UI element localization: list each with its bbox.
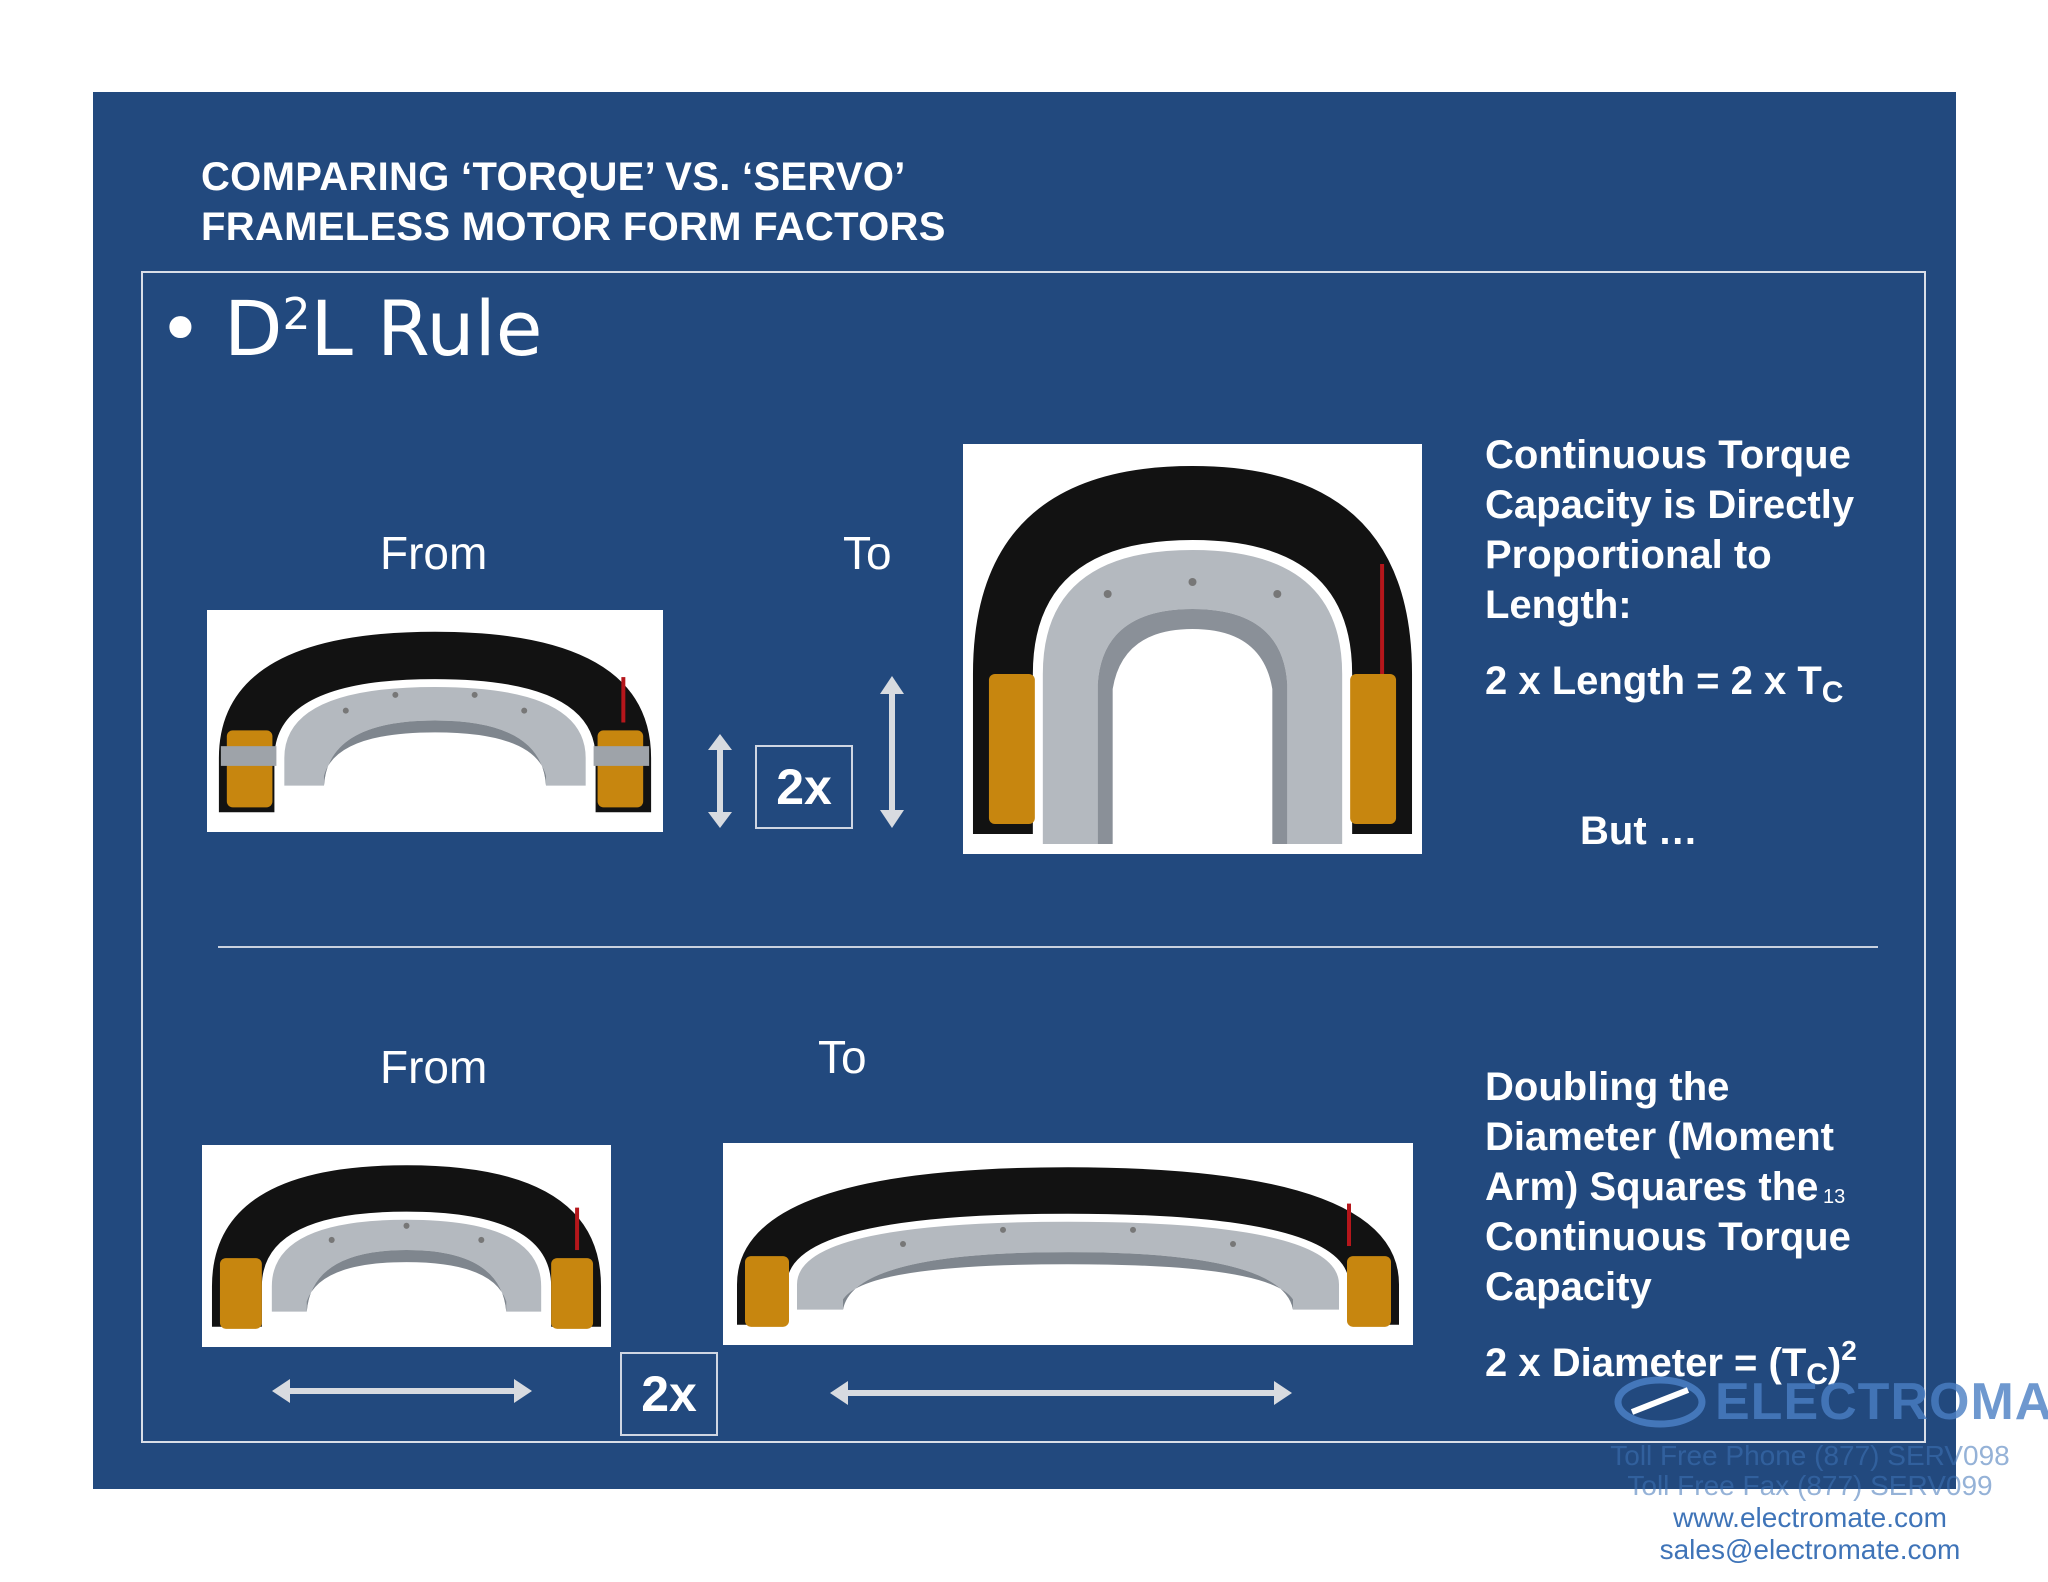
title-line-2: FRAMELESS MOTOR FORM FACTORS (201, 205, 946, 249)
top-formula: 2 x Length = 2 x TC (1485, 656, 1844, 709)
bottom-text-line: Capacity (1485, 1265, 1652, 1309)
bottom-from-label: From (380, 1041, 488, 1093)
heading-d: D (224, 284, 283, 373)
bottom-formula-superscript: 2 (1841, 1335, 1857, 1366)
top-formula-subscript: C (1821, 676, 1844, 709)
top-to-label: To (843, 527, 892, 579)
bottom-formula-subscript: C (1806, 1358, 1828, 1391)
watermark-website: www.electromate.com (1673, 1502, 1947, 1533)
page-number: 13 (1823, 1186, 1846, 1208)
top-text-line: Proportional to (1485, 533, 1772, 577)
bottom-formula-close: ) (1827, 1341, 1842, 1385)
bottom-text-line: Diameter (Moment (1485, 1115, 1834, 1159)
electromate-logo-icon (1614, 1376, 1706, 1428)
but-text: But … (1580, 809, 1698, 853)
heading-superscript: 2 (282, 289, 311, 340)
bottom-explanation: Doubling the Diameter (Moment Arm) Squar… (1485, 1062, 1851, 1312)
top-from-label: From (380, 527, 488, 579)
bottom-formula-main: 2 x Diameter = (T (1485, 1341, 1807, 1385)
electromate-watermark: ELECTROMATE Toll Free Phone (877) SERV09… (1610, 1362, 2048, 1582)
bottom-formula: 2 x Diameter = (TC)2 (1485, 1335, 1857, 1391)
top-formula-main: 2 x Length = 2 x T (1485, 659, 1822, 703)
double-arrow-horizontal-icon (272, 1379, 532, 1403)
double-arrow-vertical-icon (880, 676, 904, 828)
top-text-line: Continuous Torque (1485, 433, 1851, 477)
top-text-line: Length: (1485, 583, 1632, 627)
bottom-to-label: To (818, 1031, 867, 1083)
double-arrow-horizontal-icon (830, 1381, 1292, 1405)
double-arrow-vertical-icon (708, 734, 732, 828)
watermark-email: sales@electromate.com (1659, 1534, 1961, 1565)
section-divider (218, 946, 1878, 948)
bottom-multiplier-box: 2x (620, 1352, 718, 1436)
bullet-symbol: • (158, 284, 203, 373)
motor-image-small-diameter (202, 1145, 611, 1347)
motor-image-large-diameter (723, 1143, 1413, 1345)
watermark-phone: Toll Free Phone (877) SERV098 (1610, 1440, 2010, 1471)
bottom-text-line: Doubling the (1485, 1065, 1730, 1109)
watermark-fax: Toll Free Fax (877) SERV099 (1627, 1470, 1993, 1501)
top-multiplier-box: 2x (755, 745, 853, 829)
bottom-text-line: Continuous Torque (1485, 1215, 1851, 1259)
title-line-1: COMPARING ‘TORQUE’ VS. ‘SERVO’ (201, 155, 906, 199)
content-frame (141, 271, 1926, 1443)
motor-image-long (963, 444, 1422, 854)
brand-name: ELECTROMATE (1715, 1373, 2048, 1431)
top-explanation: Continuous Torque Capacity is Directly P… (1485, 430, 1854, 630)
motor-image-short (207, 610, 663, 832)
bottom-text-line: Arm) Squares the (1485, 1165, 1819, 1209)
top-text-line: Capacity is Directly (1485, 483, 1855, 527)
slide-title: COMPARING ‘TORQUE’ VS. ‘SERVO’ FRAMELESS… (201, 152, 946, 252)
bullet-heading: •D2L Rule (158, 284, 542, 374)
heading-rest: L Rule (310, 284, 543, 373)
